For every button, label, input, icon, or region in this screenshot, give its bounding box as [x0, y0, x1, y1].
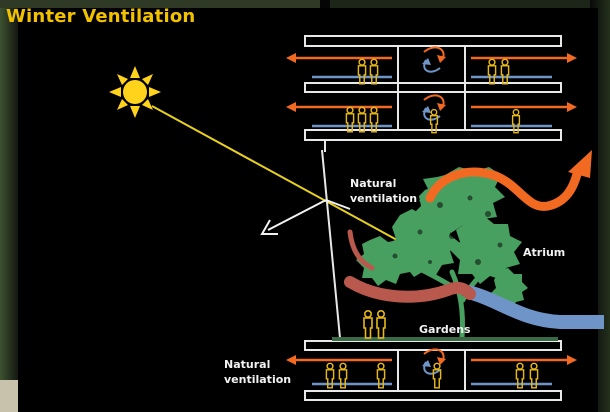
natural-ventilation-label-top: Natural ventilation	[350, 176, 417, 206]
natural-ventilation-label-bottom: Natural ventilation	[224, 357, 291, 387]
label-line: ventilation	[350, 191, 417, 206]
label-line: Natural	[224, 357, 291, 372]
label-line: ventilation	[224, 372, 291, 387]
atrium-label: Atrium	[523, 245, 565, 260]
label-line: Natural	[350, 176, 417, 191]
gardens-label: Gardens	[419, 322, 471, 337]
page-title: Winter Ventilation	[6, 6, 195, 27]
